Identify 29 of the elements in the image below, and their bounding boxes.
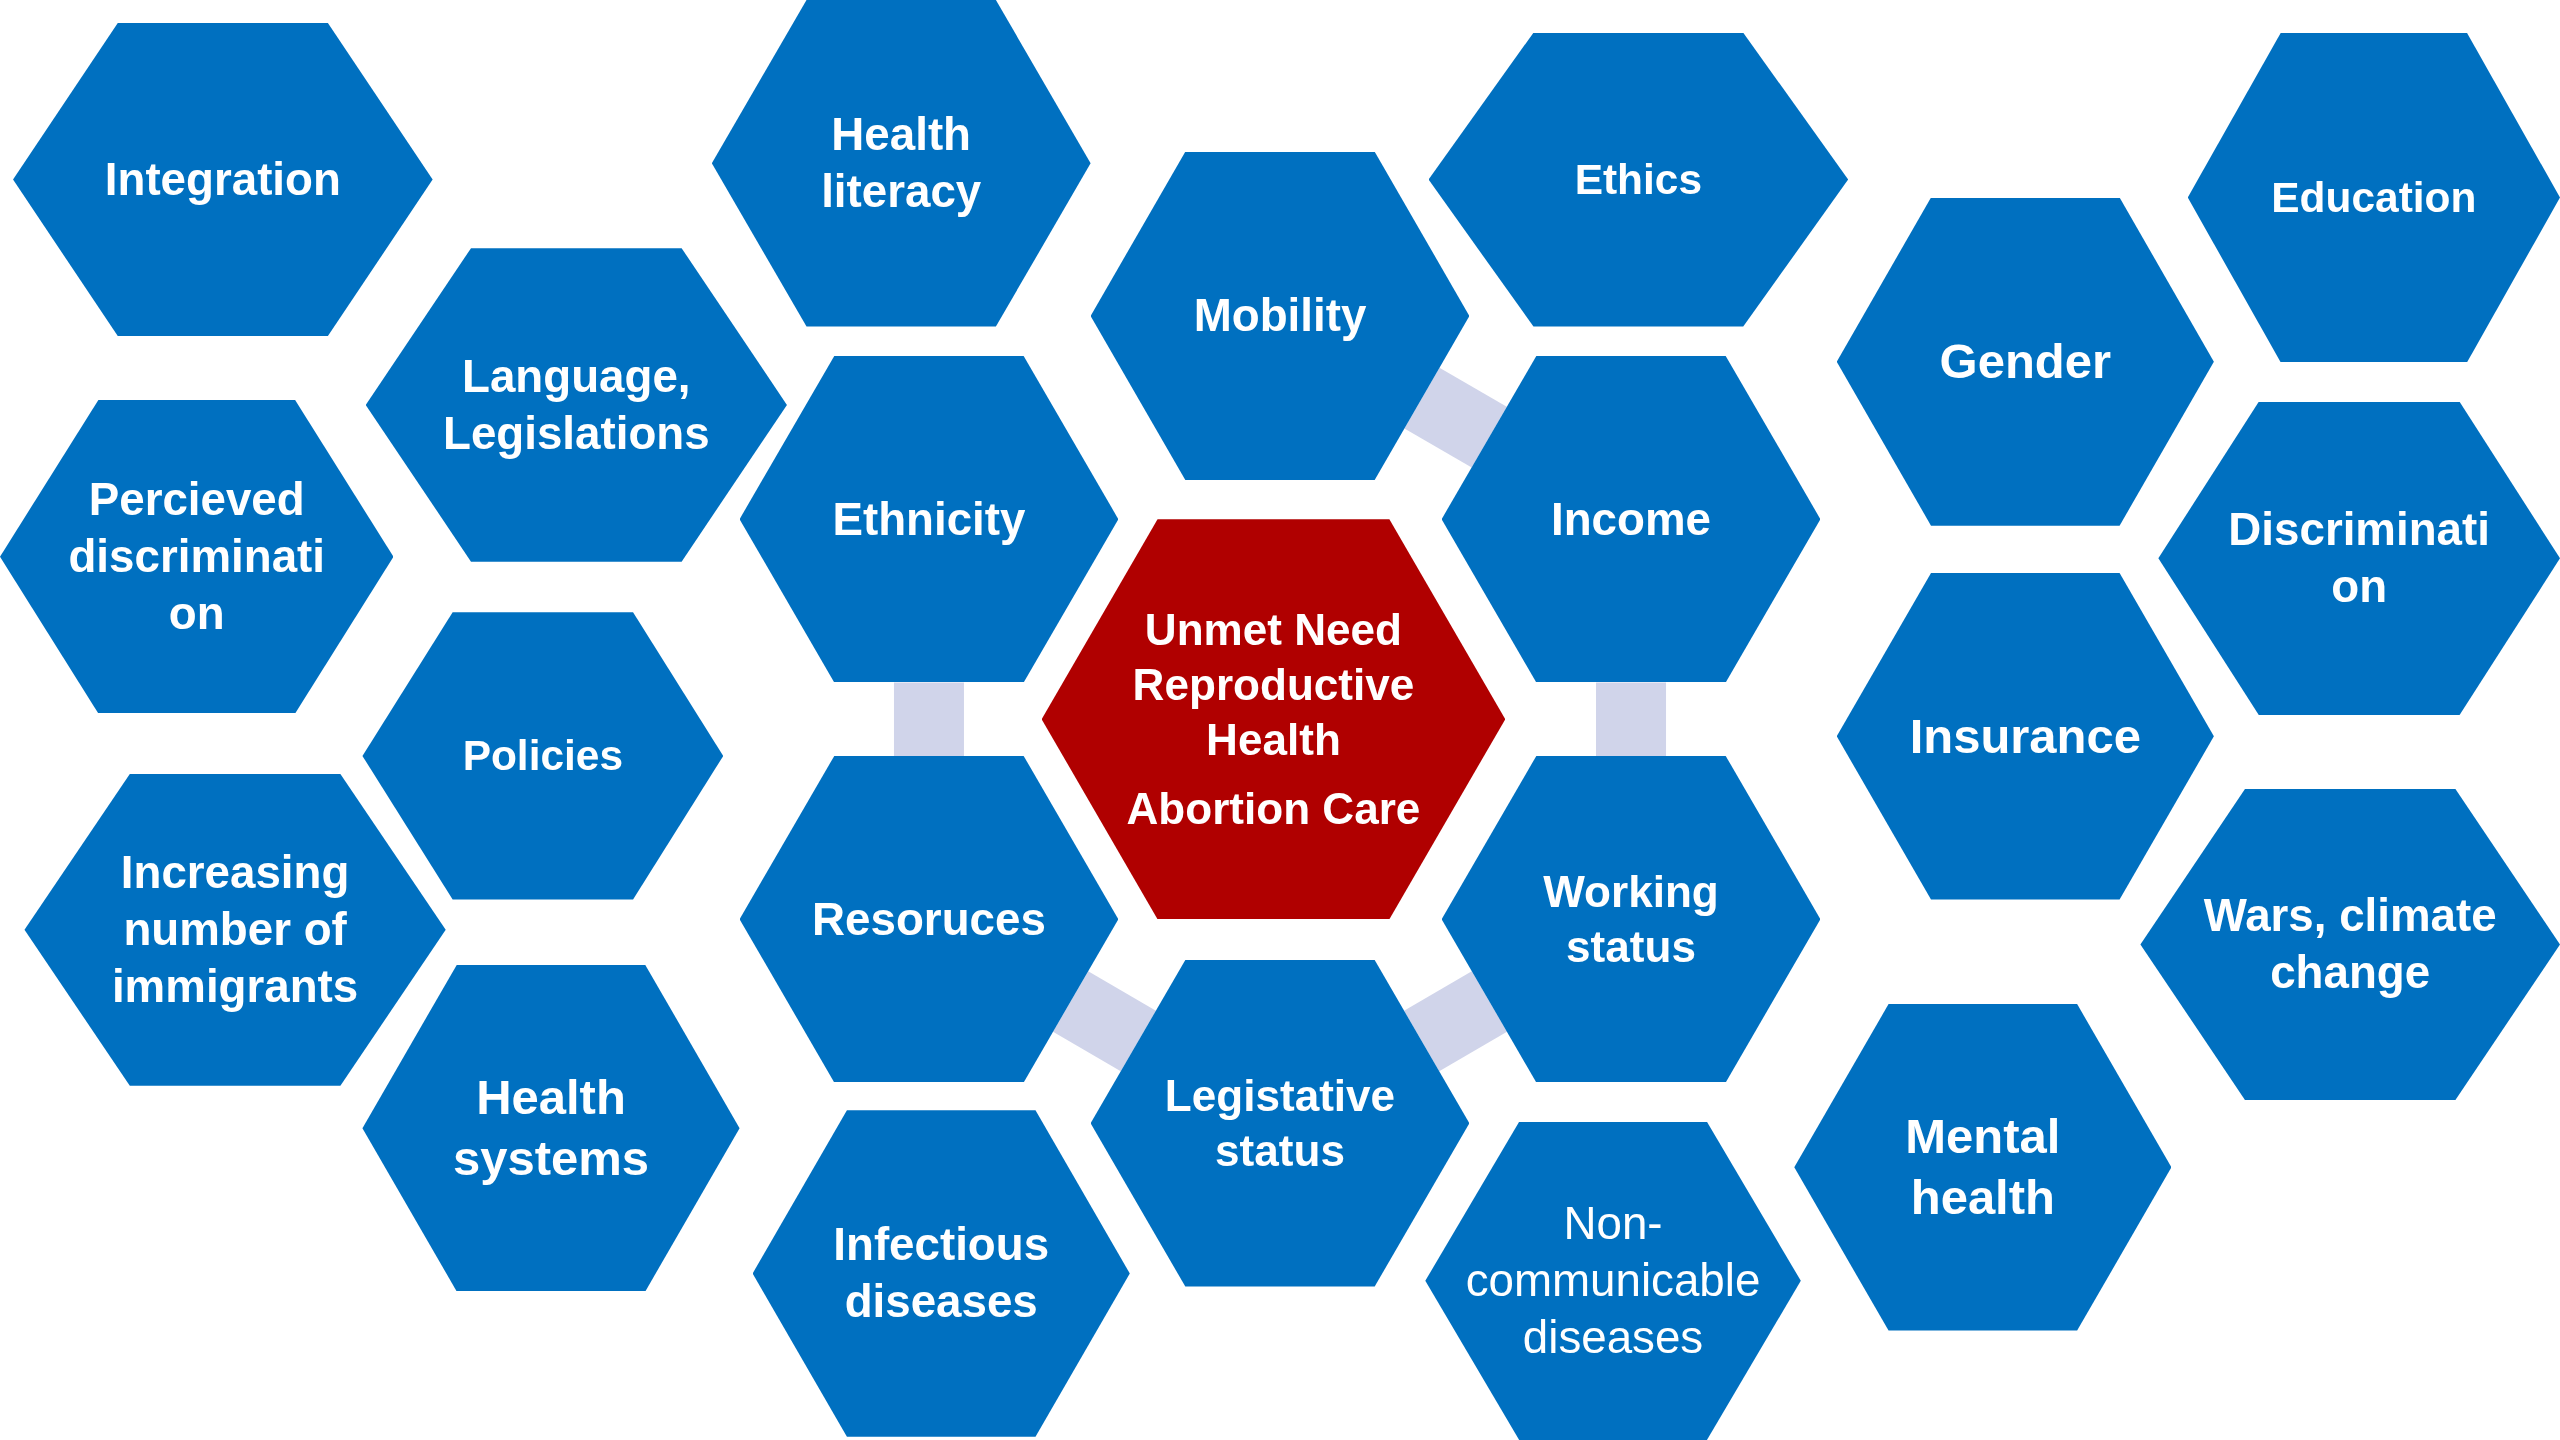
hexagon-label: Wars, climate change: [2203, 889, 2498, 1001]
hexagon-label: Ethics: [1573, 155, 1704, 206]
hexagon-label: Unmet Need Reproductive Health: [1131, 604, 1416, 767]
connector-band: [1404, 367, 1507, 468]
hexagon-label: Language, Legislations: [442, 349, 711, 461]
hexagon-label: Working status: [1542, 866, 1720, 974]
hexagon-label: Gender: [1938, 333, 2112, 390]
hexagon-label: Integration: [103, 153, 342, 207]
hexagon-label: Percieved discriminati on: [67, 473, 326, 642]
hexagon-label: Non-communicable diseases: [1464, 1197, 1762, 1366]
hexagon-label: Ethnicity: [831, 492, 1027, 547]
hexagon-label: Legistative status: [1163, 1070, 1397, 1178]
hexagon-label: Insurance: [1908, 707, 2142, 765]
hexagon-label: Education: [2270, 173, 2478, 223]
connector-band: [1596, 682, 1666, 756]
hexagon-label: Abortion Care: [1125, 783, 1422, 836]
hexagon-label: Income: [1550, 492, 1712, 547]
hexagon-label: Resoruces: [811, 892, 1047, 947]
connector-band: [894, 682, 964, 756]
connector-band: [1053, 971, 1156, 1072]
hexagon-label: Health systems: [452, 1068, 650, 1188]
hexagon-label: Discriminati on: [2227, 503, 2491, 615]
hexagon-label: Mental health: [1904, 1108, 2062, 1227]
connector-band: [1404, 971, 1507, 1072]
hexagon-label: Increasing number of immigrants: [110, 846, 360, 1015]
hexagon-label: Health literacy: [820, 108, 983, 220]
hexagon-label: Infectious diseases: [832, 1218, 1051, 1330]
hexagon-label: Policies: [461, 731, 625, 782]
hexagon-label: Mobility: [1192, 289, 1368, 344]
